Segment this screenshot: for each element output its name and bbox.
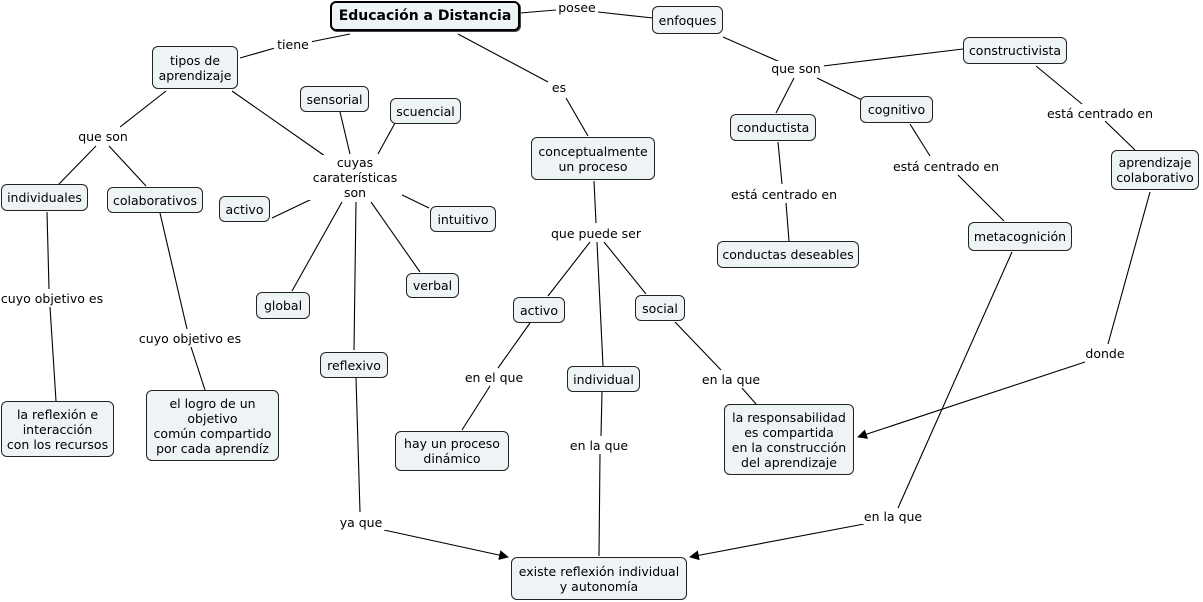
concept-aprendizaje-colaborativo[interactable]: aprendizaje colaborativo bbox=[1111, 150, 1199, 190]
link-que-puede-ser: que puede ser bbox=[548, 226, 644, 241]
line-conductista-centrado bbox=[777, 141, 783, 185]
line-cuyas-verbal bbox=[370, 201, 421, 273]
line-centrado-conductas bbox=[785, 202, 790, 242]
line-enfoques-queson bbox=[722, 36, 781, 63]
line-individual-enlaque bbox=[600, 391, 603, 437]
concept-educacion-a-distancia[interactable]: Educación a Distancia bbox=[330, 1, 520, 31]
line-cuyas-reflexivo bbox=[353, 201, 357, 351]
link-tiene: tiene bbox=[274, 37, 312, 52]
line-conceptualmente-puede bbox=[593, 180, 597, 224]
link-cuyo-objetivo-colaborativos: cuyo objetivo es bbox=[136, 331, 244, 346]
link-cuyas-caracteristicas: cuyas caraterísticas son bbox=[308, 155, 402, 200]
line-tiene-tipos bbox=[239, 47, 276, 59]
concept-conductista[interactable]: conductista bbox=[730, 114, 816, 141]
concept-scuencial[interactable]: scuencial bbox=[390, 98, 461, 124]
link-donde: donde bbox=[1082, 346, 1128, 361]
line-cuyo-reflexion bbox=[49, 306, 57, 402]
link-posee: posee bbox=[556, 0, 598, 15]
concept-activo-estilo[interactable]: activo bbox=[219, 196, 270, 222]
concept-enfoques[interactable]: enfoques bbox=[652, 6, 723, 34]
line-puede-activo bbox=[547, 241, 591, 297]
concept-metacognicion[interactable]: metacognición bbox=[968, 222, 1072, 251]
line-activo-enelque bbox=[497, 322, 531, 369]
line-cuyo-logro bbox=[190, 346, 206, 391]
link-esta-centrado-constructivista: está centrado en bbox=[1044, 106, 1156, 121]
concept-tipos-de-aprendizaje[interactable]: tipos de aprendizaje bbox=[152, 46, 238, 89]
line-enlaque-responsabilidad bbox=[741, 387, 757, 405]
concept-individual[interactable]: individual bbox=[567, 366, 640, 392]
concept-reflexion-interaccion[interactable]: la reflexión e interacción con los recur… bbox=[1, 401, 114, 457]
link-ya-que: ya que bbox=[336, 515, 386, 530]
line-main-es bbox=[457, 33, 549, 83]
link-en-el-que: en el que bbox=[462, 370, 526, 385]
concept-individuales[interactable]: individuales bbox=[1, 184, 88, 211]
concept-responsabilidad-compartida[interactable]: la responsabilidad es compartida en la c… bbox=[724, 404, 854, 475]
line-metacognicion-enlaque bbox=[897, 251, 1013, 509]
arrow-enlaque-autonomia bbox=[689, 523, 865, 561]
line-main-tiene bbox=[309, 33, 351, 43]
link-en-la-que-metacognicion: en la que bbox=[862, 509, 924, 524]
line-main-posee bbox=[519, 9, 557, 14]
concept-social[interactable]: social bbox=[635, 295, 685, 321]
line-individuales-cuyo bbox=[46, 211, 50, 290]
line-cuyas-sensorial bbox=[339, 111, 351, 155]
line-enlaque-autonomia bbox=[598, 453, 601, 557]
line-reflexivo-yaque bbox=[355, 377, 361, 513]
line-cuyas-activo bbox=[271, 197, 315, 219]
concept-conductas-deseables[interactable]: conductas deseables bbox=[717, 241, 859, 268]
concept-global[interactable]: global bbox=[256, 292, 310, 319]
line-queson-individuales bbox=[58, 145, 97, 185]
line-tipos-cuyas bbox=[231, 90, 326, 157]
line-posee-enfoques bbox=[597, 11, 654, 19]
line-constructivista-centrado bbox=[1035, 65, 1083, 105]
line-es-conceptualmente bbox=[565, 97, 589, 137]
concept-intuitivo[interactable]: intuitivo bbox=[430, 206, 496, 232]
concept-reflexion-autonomia[interactable]: existe reflexión individual y autonomía bbox=[511, 557, 687, 600]
link-esta-centrado-cognitivo: está centrado en bbox=[890, 159, 1002, 174]
line-cuyas-scuencial bbox=[377, 122, 396, 155]
link-en-la-que-individual: en la que bbox=[568, 438, 630, 453]
concept-constructivista[interactable]: constructivista bbox=[963, 37, 1067, 64]
line-enelque-proceso bbox=[461, 385, 491, 431]
line-tipos-queson bbox=[119, 90, 167, 128]
concept-sensorial[interactable]: sensorial bbox=[300, 86, 369, 112]
link-esta-centrado-conductista: está centrado en bbox=[728, 187, 840, 202]
concept-reflexivo[interactable]: reflexivo bbox=[320, 352, 388, 378]
line-colaborativo-donde bbox=[1107, 191, 1151, 345]
line-queson-cognitivo bbox=[816, 77, 863, 101]
concept-activo-proceso[interactable]: activo bbox=[513, 297, 565, 323]
line-queson-constructivista bbox=[822, 48, 964, 67]
line-colaborativos-cuyo bbox=[159, 212, 188, 330]
line-cuyas-intuitivo bbox=[397, 192, 430, 209]
line-centrado-metacognicion bbox=[957, 174, 1005, 222]
line-cognitivo-centrado bbox=[909, 123, 931, 157]
arrow-donde-responsabilidad bbox=[857, 361, 1086, 439]
line-puede-social bbox=[603, 241, 647, 295]
link-en-la-que-social: en la que bbox=[700, 372, 762, 387]
concept-logro-objetivo[interactable]: el logro de un objetivo común compartido… bbox=[146, 390, 279, 461]
line-cuyas-global bbox=[291, 201, 343, 292]
arrow-yaque-autonomia bbox=[383, 529, 509, 560]
concept-cognitivo[interactable]: cognitivo bbox=[860, 96, 933, 123]
line-centrado-colaborativo bbox=[1104, 120, 1136, 151]
line-puede-individual bbox=[596, 241, 604, 367]
link-cuyo-objetivo-individuales: cuyo objetivo es bbox=[0, 291, 104, 306]
line-queson-colaborativos bbox=[108, 145, 147, 187]
line-queson-conductista bbox=[775, 77, 795, 114]
concept-colaborativos[interactable]: colaborativos bbox=[107, 187, 203, 213]
concept-verbal[interactable]: verbal bbox=[406, 273, 459, 298]
link-que-son-tipos: que son bbox=[74, 129, 132, 144]
link-que-son-enfoques: que son bbox=[768, 61, 824, 76]
concept-conceptualmente-un-proceso[interactable]: conceptualmente un proceso bbox=[531, 137, 655, 180]
line-social-enlaque bbox=[674, 321, 722, 371]
concept-proceso-dinamico[interactable]: hay un proceso dinámico bbox=[395, 431, 509, 471]
link-es: es bbox=[548, 80, 570, 95]
